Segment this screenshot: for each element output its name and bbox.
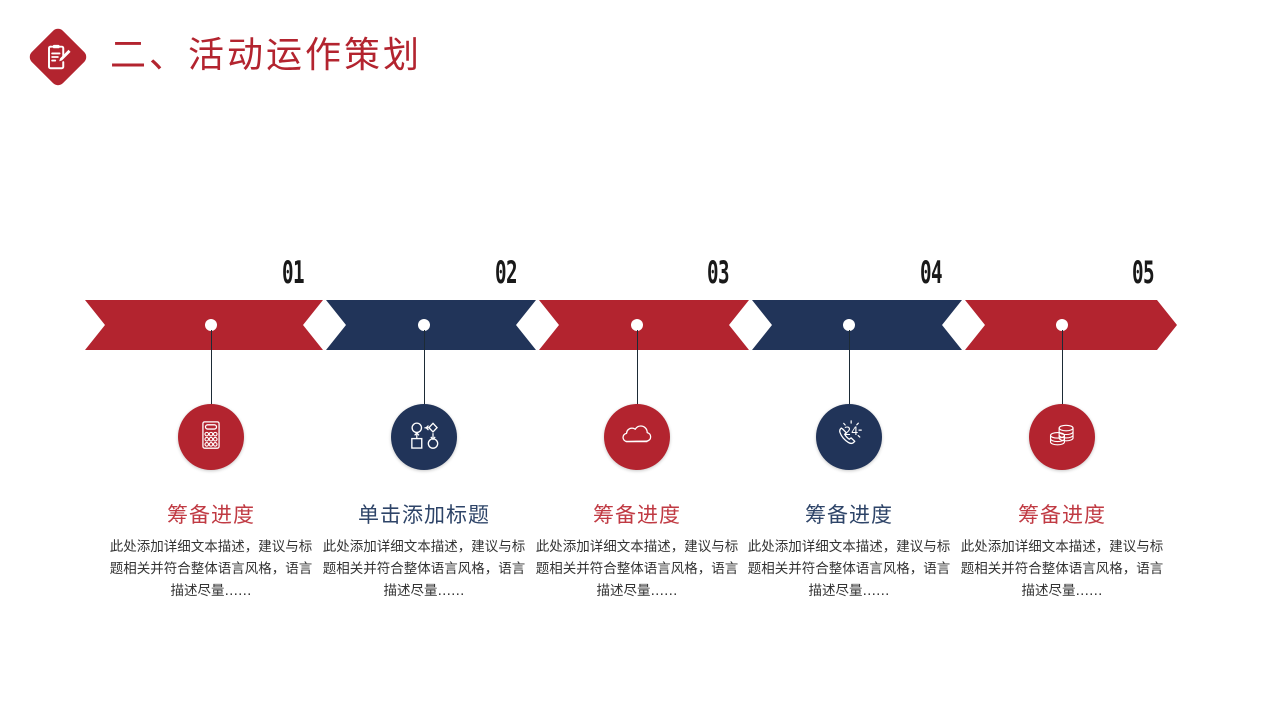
- slide-header: 二、活动运作策划: [0, 0, 1280, 112]
- coins-stack-icon: [1044, 417, 1080, 458]
- phone-24h-support-icon: 24: [830, 416, 868, 459]
- step-icon-circle-02[interactable]: [391, 404, 457, 470]
- step-body-01: 此处添加详细文本描述，建议与标题相关并符合整体语言风格，语言描述尽量……: [109, 539, 313, 599]
- step-body-02: 此处添加详细文本描述，建议与标题相关并符合整体语言风格，语言描述尽量……: [322, 539, 526, 599]
- step-number-05: 05: [1132, 255, 1155, 291]
- step-number-03: 03: [707, 255, 730, 291]
- step-body-04: 此处添加详细文本描述，建议与标题相关并符合整体语言风格，语言描述尽量……: [747, 539, 951, 599]
- connector-line-02: [424, 330, 425, 408]
- step-icon-circle-03[interactable]: [604, 404, 670, 470]
- chevron-segment-02[interactable]: [326, 300, 536, 350]
- connector-line-04: [849, 330, 850, 408]
- step-text-column-02: 单击添加标题 此处添加详细文本描述，建议与标题相关并符合整体语言风格，语言描述尽…: [316, 500, 532, 602]
- header-badge: [26, 25, 90, 89]
- chevron-dot-05: [1056, 319, 1068, 331]
- clipboard-pen-icon: [27, 26, 89, 88]
- chevron-dot-01: [205, 319, 217, 331]
- step-title-02: 单击添加标题: [358, 503, 490, 527]
- step-icon-circle-01[interactable]: [178, 404, 244, 470]
- chevron-band: [85, 300, 1177, 350]
- page-title: 二、活动运作策划: [110, 35, 423, 76]
- step-title-04: 筹备进度: [805, 503, 893, 527]
- svg-text:24: 24: [844, 425, 858, 438]
- step-icon-circle-04[interactable]: 24: [816, 404, 882, 470]
- chevron-segment-05[interactable]: [965, 300, 1177, 350]
- connector-line-03: [637, 330, 638, 408]
- step-numbers-row: 01 02 03 04 05: [85, 252, 1175, 296]
- chevron-segment-03[interactable]: [539, 300, 749, 350]
- step-number-01: 01: [282, 255, 305, 291]
- cloud-icon: [618, 416, 656, 459]
- flowchart-icon: [406, 417, 442, 458]
- step-title-03: 筹备进度: [593, 503, 681, 527]
- step-title-05: 筹备进度: [1018, 503, 1106, 527]
- step-number-04: 04: [920, 255, 943, 291]
- step-body-03: 此处添加详细文本描述，建议与标题相关并符合整体语言风格，语言描述尽量……: [535, 539, 739, 599]
- chevron-dot-02: [418, 319, 430, 331]
- connector-line-01: [211, 330, 212, 408]
- chevron-segment-04[interactable]: [752, 300, 962, 350]
- step-title-01: 筹备进度: [167, 503, 255, 527]
- calculator-icon: [194, 418, 228, 457]
- chevron-dot-03: [631, 319, 643, 331]
- step-icon-circle-05[interactable]: [1029, 404, 1095, 470]
- step-text-column-04: 筹备进度 此处添加详细文本描述，建议与标题相关并符合整体语言风格，语言描述尽量……: [741, 500, 957, 602]
- chevron-dot-04: [843, 319, 855, 331]
- step-text-column-05: 筹备进度 此处添加详细文本描述，建议与标题相关并符合整体语言风格，语言描述尽量……: [954, 500, 1170, 602]
- step-body-05: 此处添加详细文本描述，建议与标题相关并符合整体语言风格，语言描述尽量……: [960, 539, 1164, 599]
- connector-line-05: [1062, 330, 1063, 408]
- step-text-column-03: 筹备进度 此处添加详细文本描述，建议与标题相关并符合整体语言风格，语言描述尽量……: [529, 500, 745, 602]
- chevron-segment-01[interactable]: [85, 300, 323, 350]
- step-text-column-01: 筹备进度 此处添加详细文本描述，建议与标题相关并符合整体语言风格，语言描述尽量……: [103, 500, 319, 602]
- step-number-02: 02: [495, 255, 518, 291]
